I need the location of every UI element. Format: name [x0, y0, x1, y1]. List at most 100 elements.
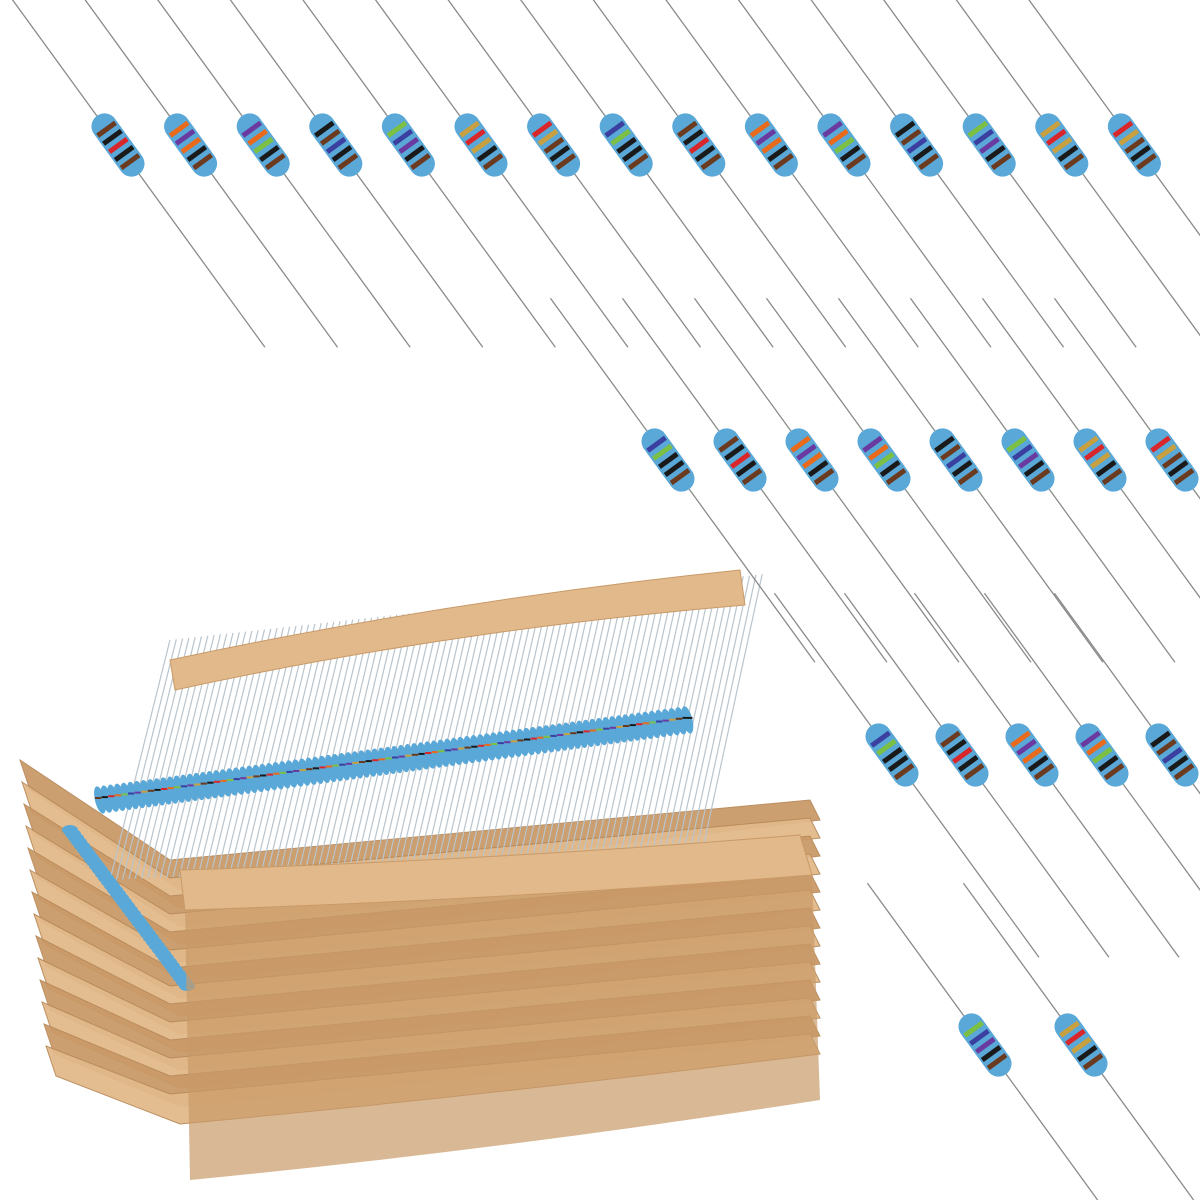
color-band [476, 145, 498, 162]
color-band [1167, 755, 1189, 772]
color-band [1063, 153, 1085, 171]
color-band [688, 136, 710, 154]
resistor-band [510, 740, 521, 743]
color-band [1076, 1045, 1098, 1062]
color-band [1173, 468, 1195, 486]
color-band [622, 145, 643, 162]
color-band [1070, 1036, 1092, 1054]
lead [449, 602, 511, 864]
resistor-band [352, 761, 363, 764]
lead [411, 606, 473, 866]
resistor-body-group [1073, 428, 1127, 492]
color-band [102, 128, 123, 146]
color-band [663, 460, 685, 477]
color-band [963, 763, 985, 781]
lead [374, 610, 436, 868]
color-band [694, 145, 716, 162]
top-tape [169, 569, 746, 691]
lead [430, 604, 492, 865]
color-band [963, 1020, 984, 1038]
resistor [665, 0, 919, 348]
resistor [983, 592, 1200, 891]
resistor-body-group [929, 428, 983, 492]
lead [392, 608, 455, 867]
lead [292, 619, 354, 872]
resistor-band [147, 789, 158, 792]
color-band [940, 443, 961, 461]
color-band [700, 153, 722, 171]
resistor [302, 0, 556, 348]
color-band [1130, 145, 1151, 162]
resistor-band [286, 770, 297, 773]
color-band [934, 435, 955, 453]
color-band [465, 128, 486, 146]
color-band [247, 128, 268, 146]
lead [355, 612, 417, 869]
resistor-body-group [713, 428, 767, 492]
resistor-band [477, 744, 488, 747]
resistor-band [596, 728, 607, 731]
resistor [773, 592, 1040, 958]
resistor-band [187, 784, 198, 787]
resistor-body-group [865, 723, 919, 787]
color-band [337, 153, 359, 171]
resistor-band [524, 738, 534, 741]
color-band [862, 435, 883, 453]
color-band [1118, 128, 1140, 146]
lead [443, 602, 505, 865]
resistor-body-group [1145, 723, 1199, 787]
color-band [839, 145, 861, 162]
lead [676, 576, 738, 854]
color-band [1156, 443, 1177, 461]
color-band [113, 145, 135, 162]
color-band [410, 153, 431, 171]
resistor-band [260, 774, 270, 777]
lead [695, 574, 757, 853]
color-band [1082, 1053, 1104, 1071]
color-band [482, 153, 504, 171]
resistor [955, 0, 1200, 337]
resistor [843, 592, 1110, 958]
resistor-body-group [1001, 428, 1055, 492]
resistor-band [636, 723, 647, 726]
color-band [1065, 1028, 1086, 1046]
lead [663, 578, 725, 854]
resistor-body-group [1107, 113, 1161, 177]
color-band [669, 468, 691, 486]
lead [336, 614, 398, 870]
lead [386, 609, 448, 867]
color-band [1161, 451, 1183, 469]
color-band [845, 153, 867, 171]
resistor-band [444, 749, 455, 752]
color-band [940, 730, 961, 748]
color-band [951, 746, 973, 764]
resistor-band [200, 782, 211, 785]
lead [455, 601, 518, 864]
resistor-body-group [935, 723, 989, 787]
color-band [1029, 468, 1051, 486]
resistor-band [438, 750, 449, 753]
lead [437, 603, 499, 865]
resistor [737, 0, 992, 348]
color-band [404, 145, 425, 162]
color-band [319, 128, 341, 146]
resistor-band [312, 767, 323, 770]
lead [367, 611, 429, 868]
color-band [543, 136, 565, 154]
color-band [1150, 435, 1171, 453]
color-band [259, 145, 280, 162]
resistor-band [563, 733, 574, 736]
resistor-band [464, 746, 475, 749]
color-band [979, 136, 1000, 154]
resistor [1028, 0, 1200, 237]
resistor-body-group [1075, 723, 1129, 787]
resistor-band [134, 791, 145, 794]
color-band [652, 443, 673, 461]
resistor-body-group [672, 113, 726, 177]
color-band [773, 153, 794, 171]
lead [298, 618, 360, 872]
color-band [1124, 136, 1146, 154]
resistor-band [642, 722, 653, 725]
resistor [913, 592, 1180, 958]
resistor-body-group [1035, 113, 1089, 177]
